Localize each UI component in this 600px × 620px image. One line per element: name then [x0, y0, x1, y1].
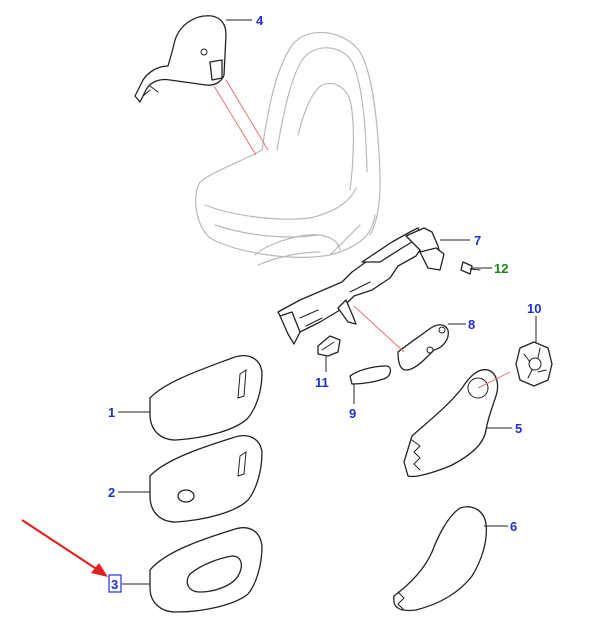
red-pointer-arrow [21, 519, 108, 577]
part-8-linkage [397, 324, 449, 371]
part-10-knob [515, 341, 553, 387]
callout-1[interactable]: 1 [108, 405, 115, 420]
part-7-seat-frame [277, 227, 445, 345]
callout-2[interactable]: 2 [108, 485, 115, 500]
part-9-lever [349, 365, 392, 385]
callout-10[interactable]: 10 [527, 301, 541, 316]
seat-outline [195, 31, 381, 266]
callout-7[interactable]: 7 [474, 233, 481, 248]
part-1-trim-panel [149, 355, 263, 441]
part-4-headrest-trim [134, 15, 227, 103]
reference-lines [213, 79, 511, 389]
callout-5[interactable]: 5 [515, 421, 522, 436]
callout-6[interactable]: 6 [510, 519, 517, 534]
callout-12[interactable]: 12 [494, 261, 508, 276]
callout-9[interactable]: 9 [349, 406, 356, 421]
callout-4[interactable]: 4 [256, 13, 264, 28]
part-11-clip [317, 335, 341, 357]
callout-11[interactable]: 11 [315, 375, 329, 390]
part-3-trim-panel [149, 527, 263, 613]
part-12-screw [460, 261, 481, 275]
callout-labels: 4 7 12 8 10 11 9 5 1 2 3 6 [108, 13, 541, 592]
part-2-trim-panel [149, 435, 263, 523]
callout-3-highlight-box [108, 574, 122, 593]
part-6-lower-shield [393, 506, 488, 612]
callout-3[interactable]: 3 [111, 577, 118, 592]
leader-lines [118, 19, 537, 585]
part-5-side-shield [403, 369, 499, 478]
callout-8[interactable]: 8 [468, 317, 475, 332]
